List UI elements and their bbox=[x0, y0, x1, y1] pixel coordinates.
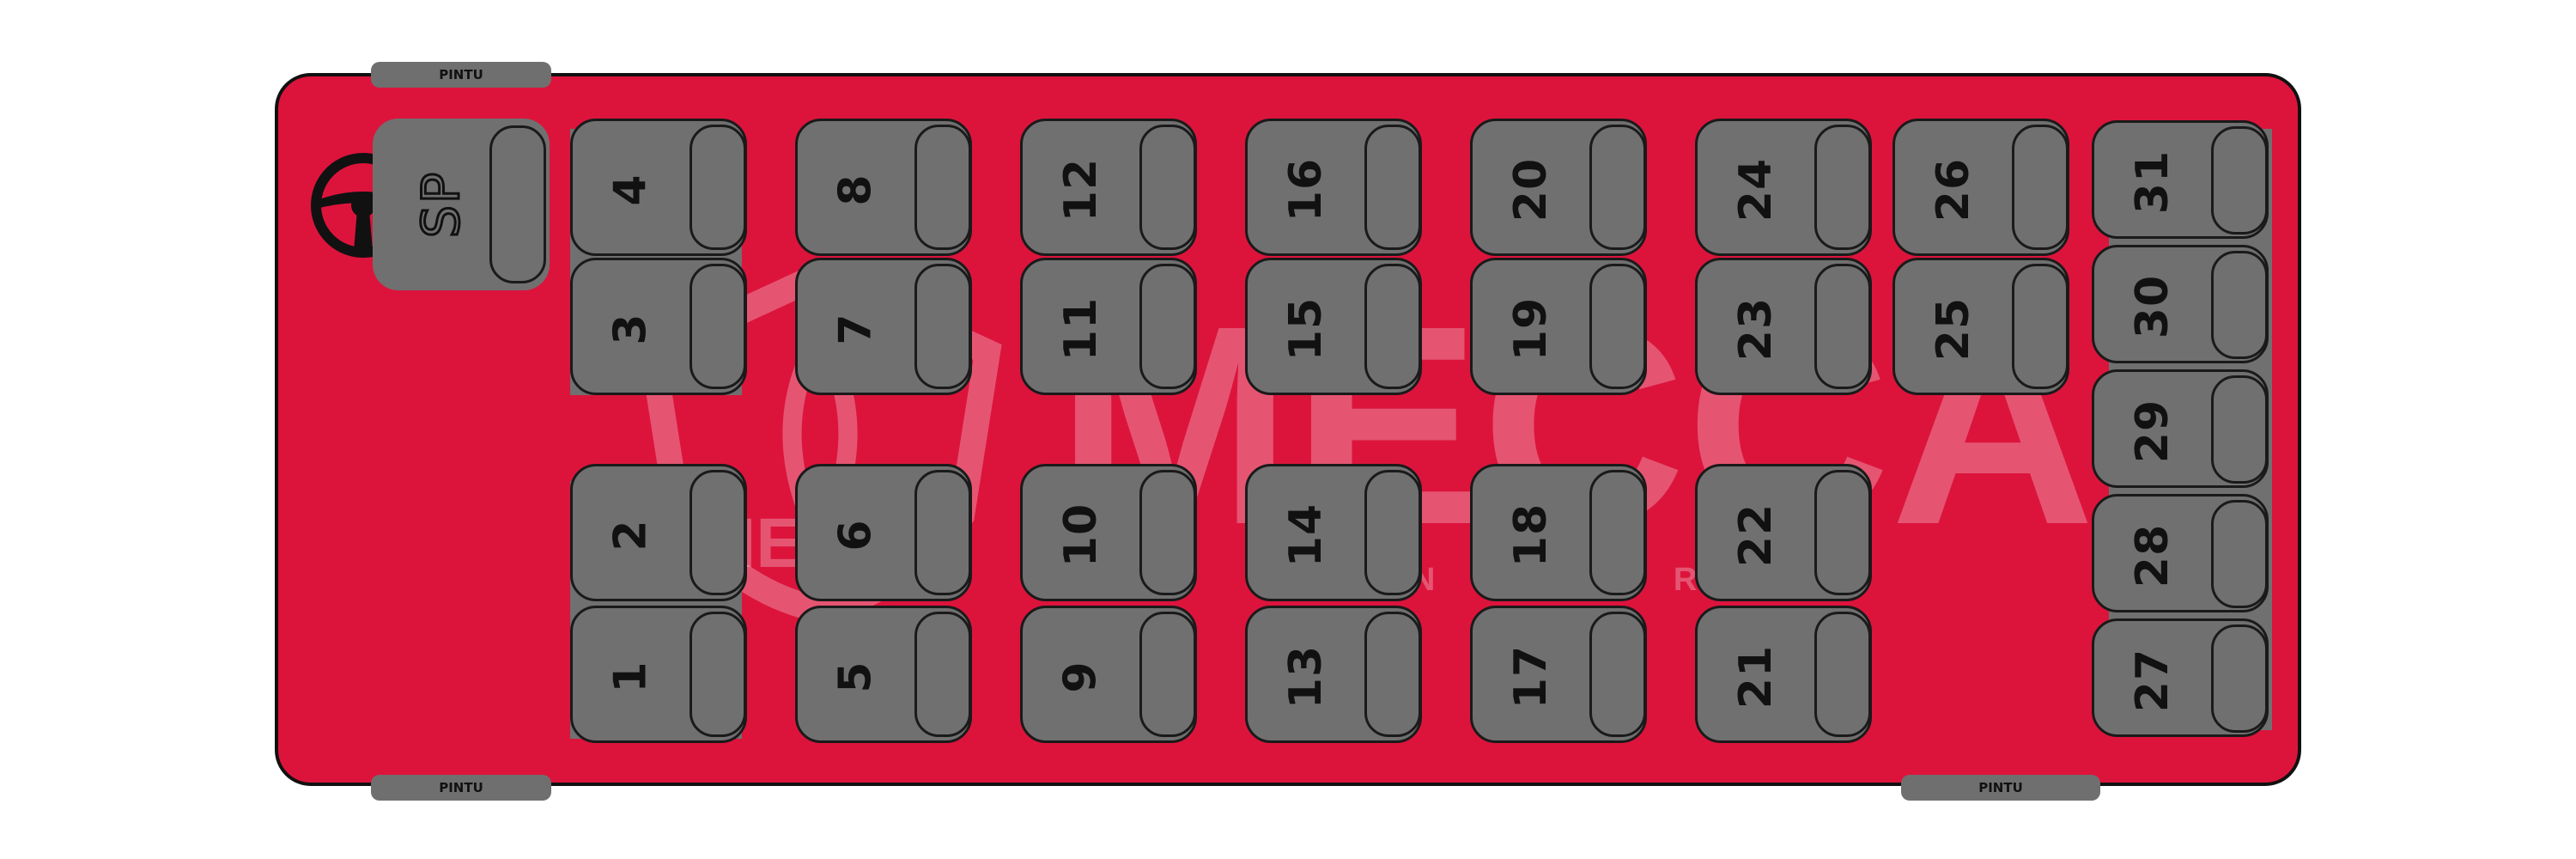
seat-number: 28 bbox=[2127, 523, 2178, 588]
door-front-bottom: PINTU bbox=[371, 775, 551, 801]
seat-back bbox=[914, 125, 971, 250]
seat-number: 5 bbox=[830, 661, 882, 693]
door-rear-bottom: PINTU bbox=[1901, 775, 2100, 801]
seat-back bbox=[690, 470, 746, 595]
seat-number: 2 bbox=[605, 519, 657, 551]
seat-number: 16 bbox=[1280, 157, 1332, 222]
seat-number: 1 bbox=[605, 661, 657, 693]
seat-back bbox=[2012, 125, 2069, 250]
seat-number: 27 bbox=[2127, 648, 2178, 713]
seat-number: 25 bbox=[1928, 296, 1979, 362]
seat-5[interactable]: 5 bbox=[795, 606, 972, 743]
door-front-top: PINTU bbox=[371, 62, 551, 88]
seat-29[interactable]: 29 bbox=[2092, 369, 2269, 488]
seat-number: 31 bbox=[2127, 149, 2178, 215]
seat-number: 19 bbox=[1505, 296, 1557, 362]
seat-21[interactable]: 21 bbox=[1695, 606, 1872, 743]
seat-18[interactable]: 18 bbox=[1470, 464, 1647, 601]
seat-back bbox=[690, 125, 746, 250]
driver-seat[interactable]: SP bbox=[373, 119, 550, 290]
seat-19[interactable]: 19 bbox=[1470, 258, 1647, 395]
seat-number: 11 bbox=[1055, 296, 1107, 362]
seat-number: 4 bbox=[605, 174, 657, 206]
seat-number: 3 bbox=[605, 313, 657, 345]
seat-number: 15 bbox=[1280, 296, 1332, 362]
seat-back bbox=[1364, 612, 1421, 737]
seat-back bbox=[1814, 470, 1871, 595]
seat-back bbox=[914, 612, 971, 737]
seat-15[interactable]: 15 bbox=[1245, 258, 1422, 395]
seat-back bbox=[1589, 612, 1646, 737]
seat-16[interactable]: 16 bbox=[1245, 119, 1422, 256]
seat-back bbox=[1814, 264, 1871, 389]
seat-14[interactable]: 14 bbox=[1245, 464, 1422, 601]
seat-25[interactable]: 25 bbox=[1893, 258, 2069, 395]
seat-number: 20 bbox=[1505, 157, 1557, 222]
seat-27[interactable]: 27 bbox=[2092, 618, 2269, 737]
seat-number: 8 bbox=[830, 174, 882, 206]
seat-number: 6 bbox=[830, 519, 882, 551]
seat-number: 17 bbox=[1505, 644, 1557, 710]
seat-back bbox=[2211, 624, 2268, 733]
seat-number: 24 bbox=[1730, 157, 1782, 222]
seat-number: 12 bbox=[1055, 157, 1107, 222]
seat-number: 10 bbox=[1055, 503, 1107, 568]
seat-number: 9 bbox=[1055, 661, 1107, 693]
seat-back bbox=[2211, 375, 2268, 484]
seat-back bbox=[914, 470, 971, 595]
seat-20[interactable]: 20 bbox=[1470, 119, 1647, 256]
driver-seat-back bbox=[489, 125, 546, 283]
seat-24[interactable]: 24 bbox=[1695, 119, 1872, 256]
seat-back bbox=[1364, 470, 1421, 595]
seat-back bbox=[2211, 500, 2268, 608]
seat-number: 26 bbox=[1928, 157, 1979, 222]
seat-1[interactable]: 1 bbox=[570, 606, 747, 743]
seat-back bbox=[1814, 612, 1871, 737]
seat-back bbox=[2211, 251, 2268, 359]
seat-11[interactable]: 11 bbox=[1020, 258, 1197, 395]
seat-number: 18 bbox=[1505, 503, 1557, 568]
seat-31[interactable]: 31 bbox=[2092, 120, 2269, 239]
seat-23[interactable]: 23 bbox=[1695, 258, 1872, 395]
seat-back bbox=[1814, 125, 1871, 250]
seat-number: 30 bbox=[2127, 274, 2178, 339]
seat-26[interactable]: 26 bbox=[1893, 119, 2069, 256]
seat-back bbox=[1364, 125, 1421, 250]
seat-17[interactable]: 17 bbox=[1470, 606, 1647, 743]
seat-back bbox=[1139, 264, 1196, 389]
seat-30[interactable]: 30 bbox=[2092, 245, 2269, 363]
seat-number: 7 bbox=[830, 313, 882, 345]
seat-back bbox=[1589, 470, 1646, 595]
seat-back bbox=[1139, 470, 1196, 595]
seat-4[interactable]: 4 bbox=[570, 119, 747, 256]
seat-back bbox=[1139, 612, 1196, 737]
seat-8[interactable]: 8 bbox=[795, 119, 972, 256]
seat-back bbox=[1364, 264, 1421, 389]
seat-28[interactable]: 28 bbox=[2092, 494, 2269, 612]
seat-6[interactable]: 6 bbox=[795, 464, 972, 601]
seat-3[interactable]: 3 bbox=[570, 258, 747, 395]
driver-seat-label: SP bbox=[410, 169, 473, 239]
seat-back bbox=[1139, 125, 1196, 250]
seat-number: 21 bbox=[1730, 644, 1782, 710]
seat-back bbox=[690, 612, 746, 737]
seat-9[interactable]: 9 bbox=[1020, 606, 1197, 743]
seat-back bbox=[914, 264, 971, 389]
seat-13[interactable]: 13 bbox=[1245, 606, 1422, 743]
seat-back bbox=[1589, 264, 1646, 389]
seat-back bbox=[1589, 125, 1646, 250]
seat-number: 23 bbox=[1730, 296, 1782, 362]
seat-22[interactable]: 22 bbox=[1695, 464, 1872, 601]
seat-back bbox=[2012, 264, 2069, 389]
seat-back bbox=[2211, 126, 2268, 235]
seat-number: 14 bbox=[1280, 503, 1332, 568]
seat-back bbox=[690, 264, 746, 389]
seat-10[interactable]: 10 bbox=[1020, 464, 1197, 601]
seat-2[interactable]: 2 bbox=[570, 464, 747, 601]
seat-number: 29 bbox=[2127, 399, 2178, 464]
seat-number: 22 bbox=[1730, 503, 1782, 568]
seat-number: 13 bbox=[1280, 644, 1332, 710]
seat-12[interactable]: 12 bbox=[1020, 119, 1197, 256]
seat-7[interactable]: 7 bbox=[795, 258, 972, 395]
